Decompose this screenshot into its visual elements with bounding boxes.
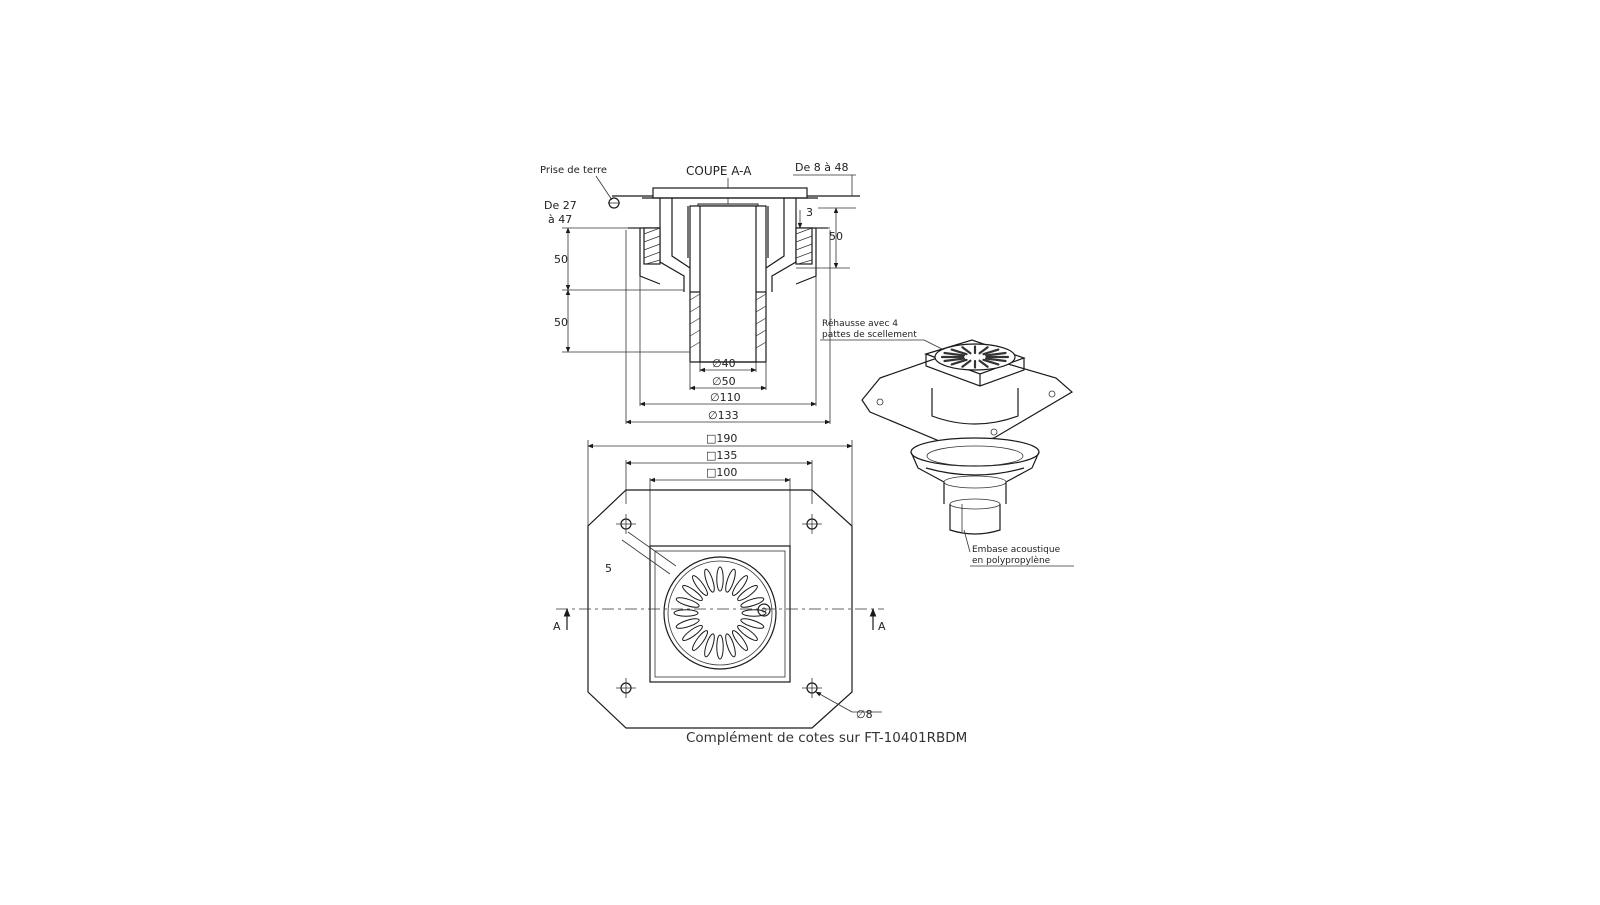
- grating-screw: [757, 603, 771, 617]
- grating-slot: [673, 609, 699, 617]
- height-range-top: De 8 à 48: [795, 161, 848, 174]
- iso-grating-slot: [961, 346, 972, 355]
- section-view: COUPE A-A: [540, 161, 860, 425]
- section-title: COUPE A-A: [686, 164, 752, 178]
- dim-50-left-lower: 50: [554, 316, 568, 329]
- iso-grating-slots: [940, 345, 1010, 369]
- grating-slot: [692, 575, 709, 596]
- section-mark-left: A: [553, 620, 561, 633]
- iso-grating-slot: [950, 348, 968, 356]
- grating-slot: [675, 618, 700, 629]
- ground-label: Prise de terre: [540, 165, 607, 176]
- gasket-left: [643, 227, 661, 265]
- grating-slot: [716, 634, 724, 660]
- dia-50: ∅50: [712, 375, 736, 388]
- grating-slots: [673, 566, 767, 660]
- iso-note-top-1: Réhausse avec 4: [822, 318, 898, 329]
- iso-grating-slot: [978, 346, 989, 355]
- iso-grating-slot: [978, 359, 989, 368]
- iso-grating-slot: [943, 351, 966, 357]
- grating-slot: [704, 633, 715, 658]
- grating-slot: [740, 597, 765, 608]
- grating-slot: [737, 585, 758, 602]
- iso-note-bottom-1: Embase acoustique: [972, 545, 1061, 555]
- height-range-left-2: à 47: [548, 213, 572, 226]
- fixing-holes: [616, 514, 822, 698]
- iso-grating-slot: [961, 359, 972, 368]
- grating-slot: [731, 575, 748, 596]
- iso-grating-slot: [982, 348, 1000, 356]
- iso-grating-slot: [950, 358, 968, 366]
- grating-slot: [725, 568, 736, 593]
- sq-135: □135: [706, 449, 737, 462]
- iso-grating-slot: [984, 357, 1007, 363]
- iso-note-top-2: pattes de scellement: [822, 330, 917, 340]
- dim-50-right: 50: [829, 230, 843, 243]
- grating-slot: [675, 597, 700, 608]
- grating-slot: [682, 585, 703, 602]
- grating-slot: [716, 566, 724, 592]
- dim-3: 3: [806, 206, 813, 219]
- grating-slot: [737, 624, 758, 641]
- dim-50-left-upper: 50: [554, 253, 568, 266]
- caption: Complément de cotes sur FT-10401RBDM: [686, 730, 968, 746]
- grating-disc: [663, 556, 777, 670]
- dia-40: ∅40: [712, 357, 736, 370]
- gasket-right: [795, 227, 813, 265]
- section-mark-right: A: [878, 620, 886, 633]
- grating-slot: [731, 630, 748, 651]
- sq-190: □190: [706, 432, 737, 445]
- dia-8: ∅8: [856, 708, 873, 721]
- sq-100: □100: [706, 466, 737, 479]
- grating-slot: [692, 630, 709, 651]
- grating-frame: [649, 545, 791, 683]
- grating-slot: [740, 618, 765, 629]
- grating-slot: [704, 568, 715, 593]
- iso-note-bottom-2: en polypropylène: [972, 555, 1051, 566]
- isometric-view: Réhausse avec 4 pattes de scellement Emb…: [820, 318, 1074, 567]
- height-range-left-1: De 27: [544, 199, 577, 212]
- iso-grating-slot: [943, 357, 966, 363]
- iso-grating-slot: [982, 358, 1000, 366]
- dia-133: ∅133: [708, 409, 739, 422]
- dim-5: 5: [605, 562, 612, 575]
- plan-view: □190 □135 □100 5: [553, 432, 886, 729]
- dia-110: ∅110: [710, 391, 741, 404]
- grating-slot: [682, 624, 703, 641]
- sealing-plate: [587, 489, 853, 729]
- grating-slot: [725, 633, 736, 658]
- iso-grating-slot: [984, 351, 1007, 357]
